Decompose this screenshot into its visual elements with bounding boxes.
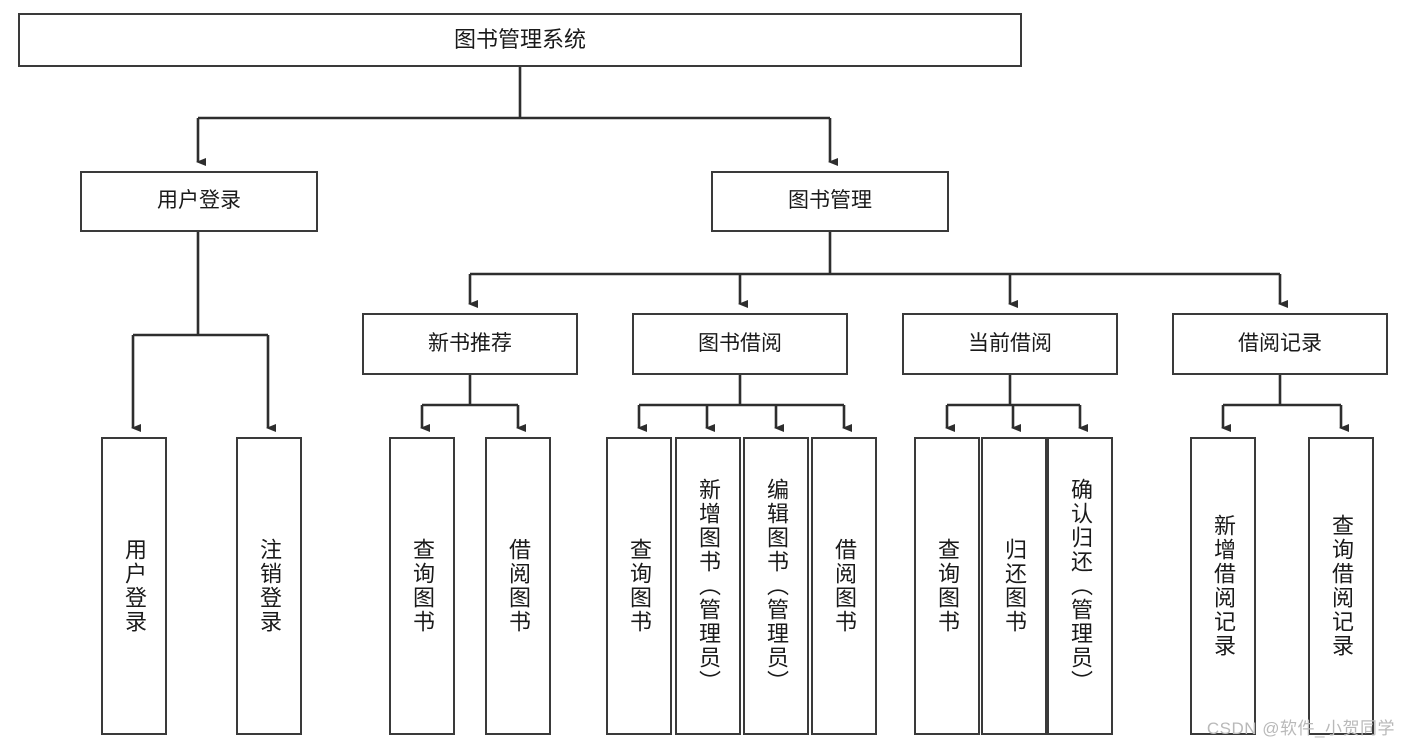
node-book-borrow[interactable]: 图书借阅: [632, 313, 848, 375]
node-label: 图书管理系统: [453, 27, 586, 53]
node-current-borrow[interactable]: 当前借阅: [902, 313, 1118, 375]
leaf-logout[interactable]: 注销登录: [236, 437, 302, 735]
node-label: 借阅记录: [1238, 331, 1322, 355]
node-label: 查询图书: [627, 538, 652, 634]
node-label: 新增借阅记录: [1211, 514, 1236, 658]
leaf-query-book[interactable]: 查询图书: [606, 437, 672, 735]
node-label: 图书借阅: [698, 331, 782, 355]
node-label: 确认归还（管理员）: [1068, 478, 1093, 694]
leaf-query-book-recommend[interactable]: 查询图书: [389, 437, 455, 735]
node-label: 当前借阅: [968, 331, 1052, 355]
leaf-user-login[interactable]: 用户登录: [101, 437, 167, 735]
node-label: 借阅图书: [832, 538, 857, 634]
leaf-add-borrow-record[interactable]: 新增借阅记录: [1190, 437, 1256, 735]
node-label: 用户登录: [157, 189, 241, 213]
node-label: 查询借阅记录: [1329, 514, 1354, 658]
leaf-confirm-return-admin[interactable]: 确认归还（管理员）: [1047, 437, 1113, 735]
node-new-book-recommend[interactable]: 新书推荐: [362, 313, 578, 375]
node-label: 编辑图书（管理员）: [764, 478, 789, 694]
leaf-edit-book-admin[interactable]: 编辑图书（管理员）: [743, 437, 809, 735]
leaf-query-book-current[interactable]: 查询图书: [914, 437, 980, 735]
node-label: 借阅图书: [506, 538, 531, 634]
node-user-login[interactable]: 用户登录: [80, 171, 318, 232]
leaf-borrow-book-recommend[interactable]: 借阅图书: [485, 437, 551, 735]
node-label: 图书管理: [788, 189, 872, 213]
leaf-add-book-admin[interactable]: 新增图书（管理员）: [675, 437, 741, 735]
node-label: 归还图书: [1002, 538, 1027, 634]
node-label: 查询图书: [410, 538, 435, 634]
node-label: 查询图书: [935, 538, 960, 634]
node-label: 用户登录: [122, 538, 147, 634]
node-borrow-record[interactable]: 借阅记录: [1172, 313, 1388, 375]
node-label: 注销登录: [257, 538, 282, 634]
leaf-return-book[interactable]: 归还图书: [981, 437, 1047, 735]
node-root-system[interactable]: 图书管理系统: [18, 13, 1022, 67]
leaf-query-borrow-record[interactable]: 查询借阅记录: [1308, 437, 1374, 735]
leaf-borrow-book[interactable]: 借阅图书: [811, 437, 877, 735]
node-label: 新书推荐: [428, 331, 512, 355]
node-label: 新增图书（管理员）: [696, 478, 721, 694]
watermark: CSDN @软件_小贺同学: [1206, 719, 1395, 738]
node-book-management[interactable]: 图书管理: [711, 171, 949, 232]
